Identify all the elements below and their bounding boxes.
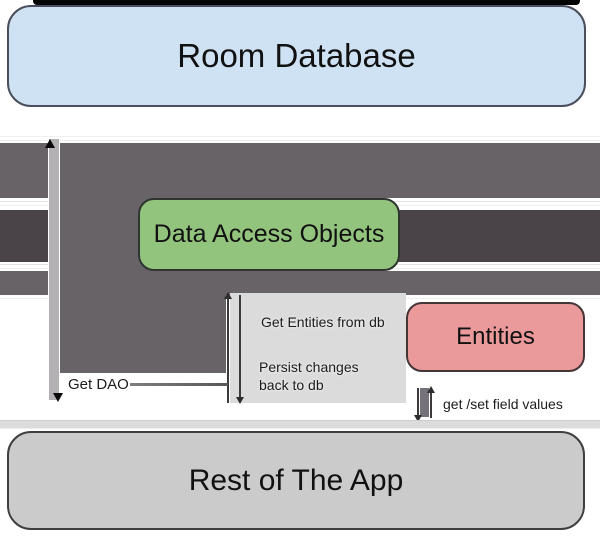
node-label: Data Access Objects: [153, 220, 385, 248]
label-get-set-field-values: get /set field values: [443, 396, 563, 412]
entities-arrow-up-line: [227, 299, 229, 403]
up-arrowhead-icon: [45, 139, 55, 148]
node-label: Rest of The App: [188, 463, 404, 497]
node-data-access-objects: Data Access Objects: [138, 198, 400, 271]
get-set-arrow-down-line: [417, 388, 419, 416]
up-arrowhead-icon: [224, 292, 232, 299]
label-get-entities-from-db: Get Entities from db: [261, 314, 385, 330]
get-set-arrow-bar: [420, 388, 429, 417]
get-dao-connector-line: [130, 383, 228, 386]
node-label: Room Database: [177, 37, 416, 74]
down-arrowhead-icon: [53, 393, 63, 402]
divider-line: [0, 140, 600, 141]
panel-label-background: [230, 293, 406, 403]
get-set-arrow-up-line: [430, 392, 432, 418]
up-arrowhead-icon: [427, 386, 435, 393]
label-get-dao: Get DAO: [68, 376, 129, 393]
entities-arrow-down-line: [239, 295, 241, 397]
top-edge-bar: [33, 0, 580, 5]
divider-band: [0, 420, 600, 429]
down-arrowhead-icon: [236, 397, 244, 404]
node-rest-of-the-app: Rest of The App: [7, 431, 585, 530]
get-dao-arrow-bar: [48, 139, 60, 400]
node-label: Entities: [456, 323, 535, 350]
node-entities: Entities: [406, 302, 585, 372]
divider-line: [0, 136, 600, 137]
down-arrowhead-icon: [414, 415, 422, 422]
node-room-database: Room Database: [7, 5, 586, 107]
label-persist-changes-back-to-db: Persist changes back to db: [259, 359, 359, 393]
